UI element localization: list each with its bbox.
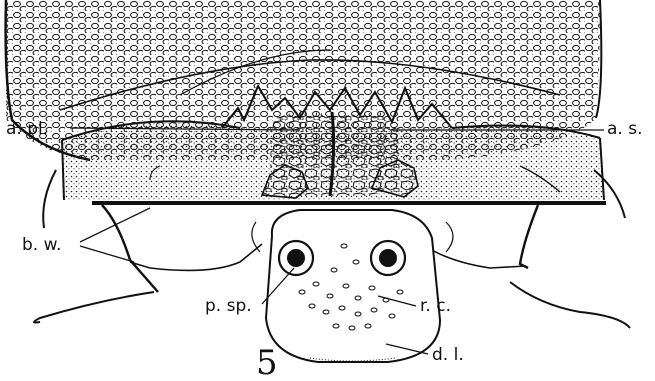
- dorsal-lobe: [252, 210, 453, 362]
- label-p-sp: p. sp.: [205, 296, 252, 316]
- left-leg: [34, 292, 154, 323]
- left-appendage: [43, 170, 56, 228]
- label-a-pl: a. pl.: [6, 119, 48, 139]
- label-b-w: b. w.: [22, 235, 61, 255]
- inner-wall-left: [130, 244, 262, 270]
- label-r-c: r. c.: [420, 296, 451, 316]
- inner-wall-right: [425, 246, 526, 268]
- right-leg: [510, 282, 630, 328]
- label-a-s: a. s.: [607, 119, 643, 139]
- figure-number: 5: [256, 343, 278, 381]
- leader-b-w-upper: [80, 208, 150, 242]
- label-d-l: d. l.: [432, 345, 464, 365]
